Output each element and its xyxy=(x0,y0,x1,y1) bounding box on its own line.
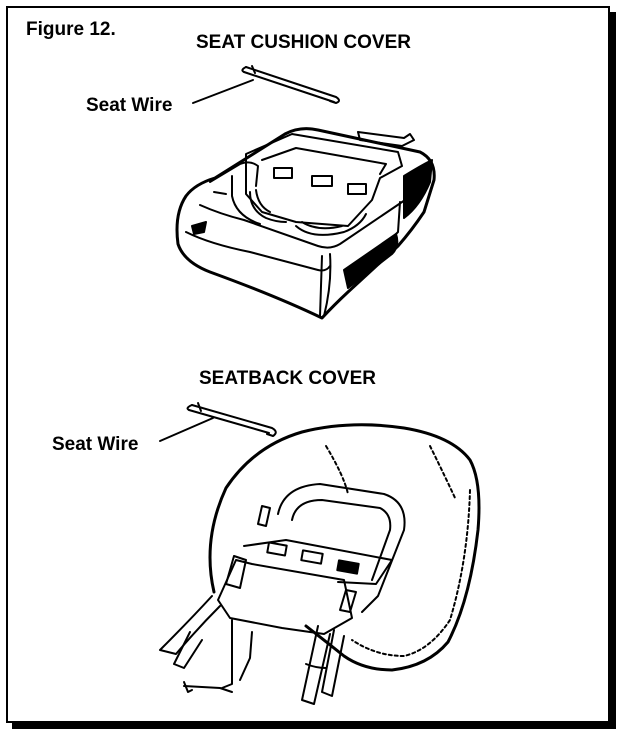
figure-label: Figure 12. xyxy=(26,19,116,40)
seat-wire-label-seatback: Seat Wire xyxy=(52,434,139,455)
seatback-title: SEATBACK COVER xyxy=(199,368,376,389)
seat-wire-seatback xyxy=(186,402,277,437)
seatback-cover xyxy=(159,423,481,705)
leader-line-seatback-wire xyxy=(159,417,214,442)
leader-line-cushion-wire xyxy=(192,79,254,104)
seat-cushion-cover xyxy=(175,127,436,320)
frame-shadow-bottom xyxy=(12,723,616,729)
seat-cushion-title: SEAT CUSHION COVER xyxy=(196,32,412,53)
figure-frame xyxy=(6,6,610,723)
seat-wire-cushion xyxy=(241,65,340,104)
seat-wire-label-cushion: Seat Wire xyxy=(86,95,173,116)
frame-shadow-right xyxy=(610,12,616,729)
